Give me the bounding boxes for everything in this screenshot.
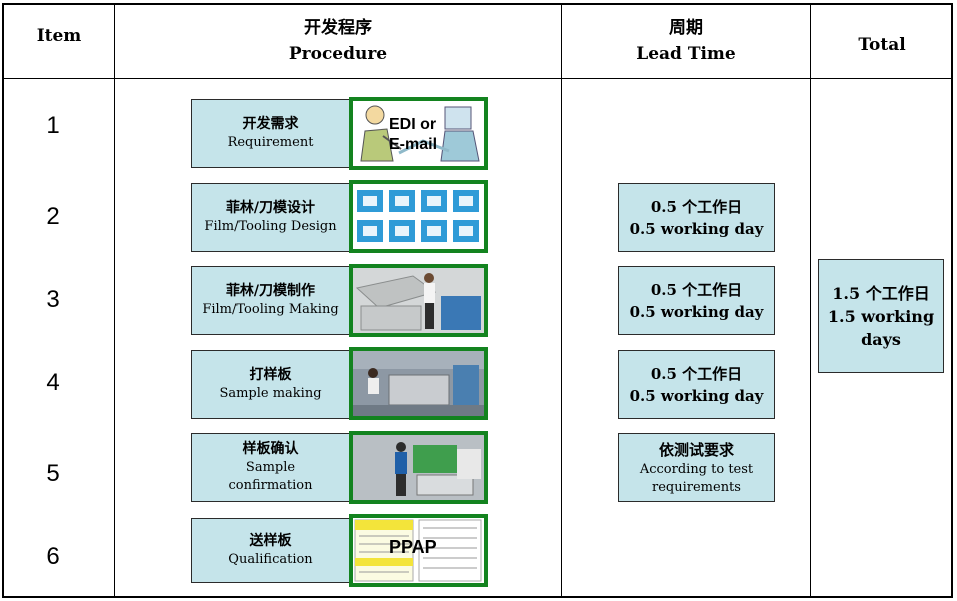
image-overlay-ppap: PPAP (389, 537, 437, 557)
procedure-step-2: 菲林/刀模设计 Film/Tooling Design (191, 183, 350, 252)
image-film-making (349, 264, 488, 337)
film-layout-grid-icon (353, 184, 484, 249)
row-number-4: 4 (46, 369, 60, 396)
procedure-step-1: 开发需求 Requirement (191, 99, 350, 168)
procedure-step-6: 送样板 Qualification (191, 518, 350, 583)
header-total: Total (858, 35, 906, 55)
table-frame (2, 3, 953, 598)
inspection-station-icon (353, 435, 484, 500)
col-divider-3 (810, 4, 811, 597)
lead-time-film-design: 0.5 个工作日 0.5 working day (618, 183, 775, 252)
image-qualification: PPAP (349, 514, 488, 587)
header-procedure-en: Procedure (288, 44, 388, 64)
row-number-2: 2 (46, 203, 60, 230)
row-number-1: 1 (46, 112, 60, 139)
header-procedure: 开发程序 Procedure (115, 15, 561, 67)
lead-time-sample-making: 0.5 个工作日 0.5 working day (618, 350, 775, 419)
header-lead-time: 周期 Lead Time (562, 15, 810, 67)
header-lead-zh: 周期 (669, 18, 703, 38)
lead-time-film-making: 0.5 个工作日 0.5 working day (618, 266, 775, 335)
procedure-step-4: 打样板 Sample making (191, 350, 350, 419)
image-film-design (349, 180, 488, 253)
header-item: Item (36, 26, 82, 46)
workshop-icon (353, 351, 484, 416)
header-procedure-zh: 开发程序 (304, 18, 372, 38)
col-divider-2 (561, 4, 562, 597)
row-number-6: 6 (46, 543, 60, 570)
lead-time-sample-confirmation: 依测试要求 According to test requirements (618, 433, 775, 502)
image-requirement: EDI or E-mail (349, 97, 488, 170)
total-lead-time: 1.5 个工作日 1.5 working days (818, 259, 944, 373)
procedure-step-3: 菲林/刀模制作 Film/Tooling Making (191, 266, 350, 335)
image-sample-confirmation (349, 431, 488, 504)
worker-at-machine-icon (353, 268, 484, 333)
ppap-document-icon (353, 518, 484, 583)
col-divider-1 (114, 4, 115, 597)
row-number-5: 5 (46, 460, 60, 487)
image-sample-making (349, 347, 488, 420)
image-overlay-edi: EDI or E-mail (389, 116, 438, 153)
procedure-step-5: 样板确认 Sample confirmation (191, 433, 350, 502)
header-divider (3, 78, 953, 79)
person-with-computer-icon (353, 101, 484, 166)
row-number-3: 3 (46, 286, 60, 313)
header-lead-en: Lead Time (636, 44, 736, 64)
